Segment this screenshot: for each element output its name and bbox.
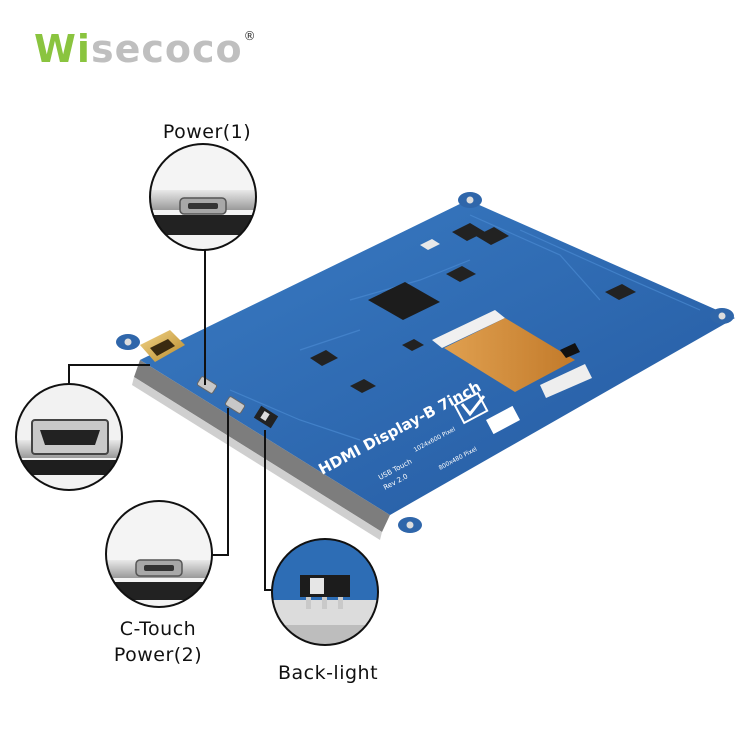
leader-lines bbox=[68, 250, 272, 591]
fpc-connector bbox=[432, 310, 505, 348]
usb-port-touch bbox=[224, 396, 246, 414]
brand-logo: Wisecoco ® bbox=[34, 27, 256, 71]
leader-hdmi bbox=[68, 364, 150, 384]
main-chip bbox=[368, 282, 440, 320]
glass-edge bbox=[132, 377, 382, 540]
label-backlight: Back-light bbox=[277, 662, 379, 684]
registered-mark: ® bbox=[243, 29, 257, 43]
leader-touch bbox=[212, 408, 229, 556]
leader-backlight bbox=[264, 430, 272, 591]
frame-side bbox=[134, 360, 390, 532]
label-power1: Power(1) bbox=[162, 121, 252, 143]
zoom-backlight bbox=[271, 538, 379, 646]
logo-rest: secoco bbox=[90, 27, 243, 71]
usb-port-power1 bbox=[196, 376, 218, 394]
zoom-hdmi bbox=[15, 383, 123, 491]
flex-cable bbox=[444, 318, 575, 392]
label-c-touch: C-Touch bbox=[119, 618, 197, 640]
logo-accent: Wi bbox=[34, 27, 91, 71]
display-board: HDMI Display-B 7inch USB Touch Rev 2.0 1… bbox=[116, 192, 735, 540]
label-power2: Power(2) bbox=[113, 644, 203, 666]
pcb-surface bbox=[140, 200, 735, 515]
pcb-traces bbox=[229, 214, 701, 441]
zoom-power1 bbox=[149, 143, 257, 251]
zoom-touch bbox=[105, 500, 213, 608]
